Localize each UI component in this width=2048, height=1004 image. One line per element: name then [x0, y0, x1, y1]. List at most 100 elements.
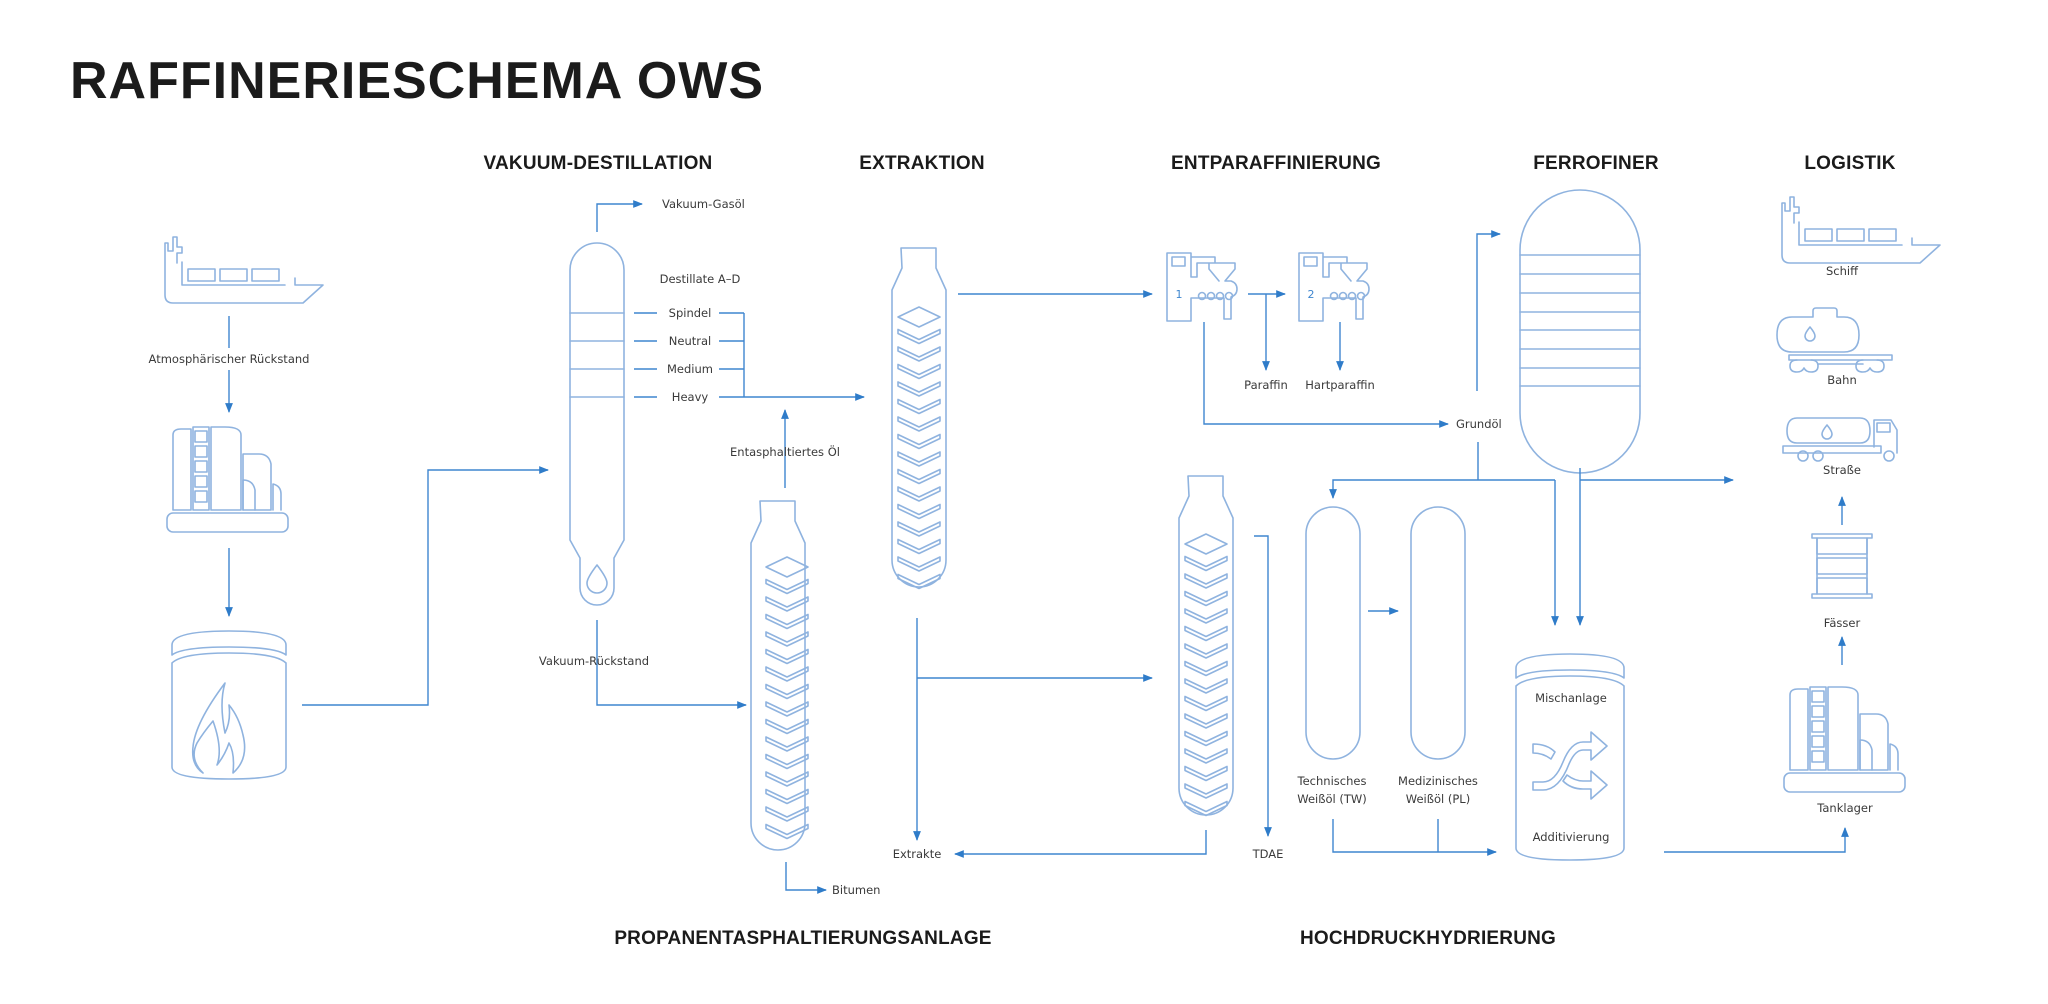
droplet-icon [586, 564, 608, 594]
flow-hydrierung-to-extrakte [954, 830, 1207, 858]
section-propanentasphaltierung: PROPANENTASPHALTIERUNGSANLAGE [614, 928, 991, 949]
packing-chevron [765, 701, 809, 717]
section-logistik: LOGISTIK [1804, 153, 1895, 174]
ferrofiner-vessel [1519, 189, 1641, 474]
dewaxing-machine-2: 2 [1298, 252, 1370, 322]
packing-chevron [897, 416, 941, 432]
packing-chevron [765, 613, 809, 630]
flow-vakuum-rueckstand [596, 620, 747, 709]
flow-to-tdae [1254, 535, 1272, 837]
packing-chevron [765, 771, 809, 787]
packing-chevron [765, 683, 809, 700]
dewaxing-machine-1: 1 [1166, 252, 1238, 322]
label-extrakte: Extrakte [893, 847, 942, 861]
machine-number: 1 [1176, 288, 1183, 301]
label-tw-line1: Technisches [1297, 774, 1367, 788]
packing-chevron [897, 306, 941, 328]
fraction-label: Heavy [672, 390, 709, 404]
packing-chevron [1184, 533, 1228, 555]
label-mischanlage: Mischanlage [1535, 691, 1607, 705]
packing-chevron [897, 538, 941, 555]
label-atmospharischer-rueckstand: Atmosphärischer Rückstand [149, 352, 310, 366]
packing-chevron [1184, 678, 1228, 694]
packing-chevron [897, 433, 941, 450]
packing-chevron [1184, 643, 1228, 659]
mixing-plant: Mischanlage Additivierung [1515, 653, 1625, 861]
fraction-label: Medium [667, 362, 713, 376]
packing-chevron [765, 556, 809, 578]
ship-icon [164, 236, 324, 304]
packing-chevron [897, 503, 941, 520]
label-tanklager: Tanklager [1816, 801, 1873, 815]
label-strasse: Straße [1823, 463, 1861, 477]
label-destillate: Destillate A–D [660, 272, 741, 286]
packing-chevron [765, 736, 809, 752]
packing-chevron [765, 666, 809, 682]
packing-chevron [897, 398, 941, 415]
vessel-tw [1305, 506, 1361, 760]
packing-chevron [897, 328, 941, 345]
label-tdae: TDAE [1252, 847, 1284, 861]
packing-chevron [765, 788, 809, 805]
tank-truck-icon [1782, 417, 1898, 462]
packing-chevron [897, 486, 941, 502]
section-ferrofiner: FERROFINER [1533, 153, 1659, 174]
ship-icon-logistik [1781, 196, 1941, 264]
packing-chevron [765, 806, 809, 822]
page-title: RAFFINERIESCHEMA OWS [70, 52, 764, 110]
machine-number: 2 [1308, 288, 1315, 301]
packing-chevron [897, 468, 941, 485]
flow-line-to-vakuum [302, 466, 549, 706]
label-faesser: Fässer [1824, 616, 1861, 630]
flow-whiteoil-to-mischanlage [1332, 819, 1497, 856]
packing-chevron [897, 451, 941, 467]
fraction-list: Spindel Neutral Medium Heavy [634, 306, 745, 404]
packing-chevron [1184, 573, 1228, 589]
section-entparaffinierung: ENTPARAFFINIERUNG [1171, 153, 1381, 174]
packing-chevron [765, 648, 809, 665]
label-additivierung: Additivierung [1533, 830, 1610, 844]
section-extraktion: EXTRAKTION [859, 153, 985, 174]
packing-chevron [765, 753, 809, 770]
packing-chevron [897, 556, 941, 572]
label-pl-line2: Weißöl (PL) [1406, 792, 1470, 806]
label-paraffin: Paraffin [1244, 378, 1288, 392]
packing-chevron [1184, 555, 1228, 572]
fraction-label: Neutral [669, 334, 711, 348]
packing-chevron [897, 346, 941, 362]
tank-storage-icon-logistik [1783, 686, 1906, 793]
packing-chevron [1184, 730, 1228, 747]
label-schiff: Schiff [1826, 264, 1859, 278]
furnace-icon [171, 630, 287, 780]
barrels-icon [1811, 533, 1873, 599]
vacuum-column [569, 242, 625, 606]
label-vakuum-rueckstand: Vakuum-Rückstand [539, 654, 649, 668]
packing-chevron [1184, 660, 1228, 677]
packing-chevron [897, 381, 941, 397]
vessel-pl [1410, 506, 1466, 760]
tank-storage-icon [166, 426, 289, 533]
packing-chevron [897, 521, 941, 537]
packing-chevron [1184, 765, 1228, 782]
packing-chevron [1184, 800, 1228, 817]
flow-to-tanklager [1664, 827, 1849, 853]
packing-chevron [1184, 783, 1228, 799]
label-vakuum-gasoel: Vakuum-Gasöl [662, 197, 745, 211]
label-bitumen: Bitumen [832, 883, 880, 897]
label-entasphaltiertes-oel: Entasphaltiertes Öl [730, 443, 840, 459]
packing-chevron [765, 631, 809, 647]
fraction-label: Spindel [669, 306, 712, 320]
label-bahn: Bahn [1827, 373, 1857, 387]
section-vakuum-destillation: VAKUUM-DESTILLATION [484, 153, 713, 174]
packing-chevron [897, 573, 941, 590]
flow-to-grundoel [1203, 322, 1449, 428]
label-hartparaffin: Hartparaffin [1305, 378, 1374, 392]
shuffle-icon [1532, 731, 1608, 800]
packing-chevron [1184, 625, 1228, 642]
propane-deasphalting-column [750, 500, 806, 851]
packing-chevron [765, 596, 809, 612]
packing-chevron [765, 718, 809, 735]
label-tw-line2: Weißöl (TW) [1297, 792, 1366, 806]
packing-chevron [765, 823, 809, 840]
